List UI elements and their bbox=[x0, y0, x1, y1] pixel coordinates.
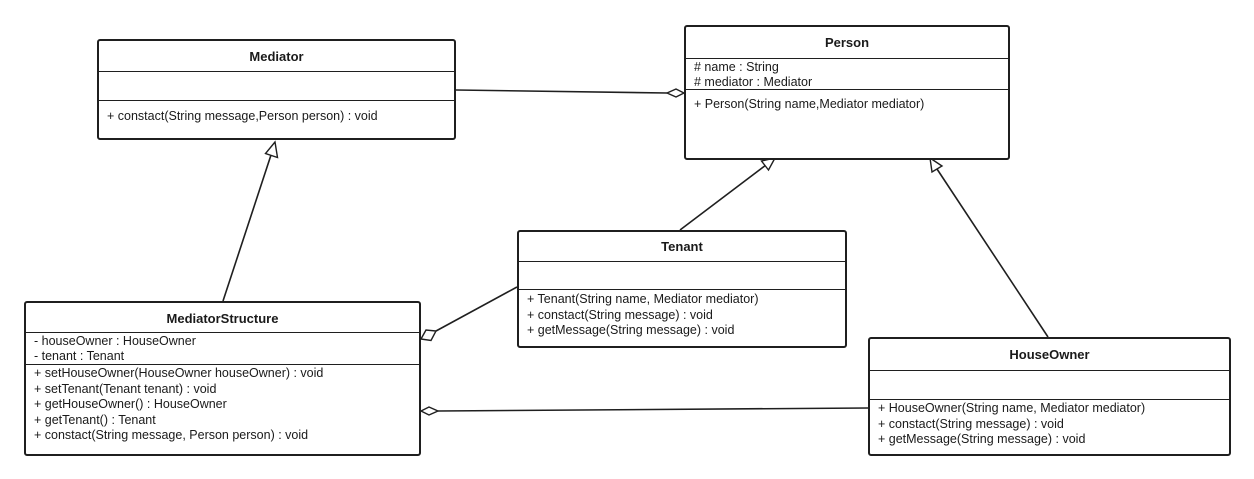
edge-mediator-to-person[interactable] bbox=[455, 89, 668, 94]
aggregation-diamond-person bbox=[665, 88, 686, 98]
attributes-compartment bbox=[870, 371, 1229, 400]
attribute: # mediator : Mediator bbox=[694, 75, 813, 89]
aggregation-diamond-mediatorstructure-top bbox=[419, 329, 438, 342]
operation: + constact(String message, Person person… bbox=[34, 428, 309, 442]
operation: + Person(String name,Mediator mediator) bbox=[694, 97, 925, 111]
operation: + setHouseOwner(HouseOwner houseOwner) :… bbox=[34, 366, 324, 380]
operation: + getMessage(String message) : void bbox=[878, 432, 1086, 446]
operations-compartment: + constact(String message,Person person)… bbox=[99, 101, 454, 125]
generalization-arrowhead-person-right bbox=[929, 156, 944, 174]
edge-mediatorstructure-to-mediator[interactable] bbox=[222, 154, 272, 302]
class-person[interactable]: Person # name : String # mediator : Medi… bbox=[684, 25, 1010, 160]
attributes-compartment bbox=[99, 72, 454, 101]
operations-compartment: + setHouseOwner(HouseOwner houseOwner) :… bbox=[26, 365, 419, 444]
class-name: Tenant bbox=[519, 232, 845, 262]
operation: + constact(String message) : void bbox=[878, 416, 1064, 431]
class-mediator[interactable]: Mediator + constact(String message,Perso… bbox=[97, 39, 456, 140]
class-houseowner[interactable]: HouseOwner + HouseOwner(String name, Med… bbox=[868, 337, 1231, 456]
edge-houseowner-to-mediatorstructure[interactable] bbox=[437, 407, 869, 412]
class-name: MediatorStructure bbox=[26, 303, 419, 333]
aggregation-diamond-mediatorstructure-bottom bbox=[419, 406, 440, 416]
class-mediatorstructure[interactable]: MediatorStructure - houseOwner : HouseOw… bbox=[24, 301, 421, 456]
operation: + constact(String message,Person person)… bbox=[107, 109, 378, 123]
edge-houseowner-to-person[interactable] bbox=[936, 168, 1049, 338]
attribute: - houseOwner : HouseOwner bbox=[34, 334, 196, 348]
attributes-compartment: # name : String # mediator : Mediator bbox=[686, 59, 1008, 90]
attribute: - tenant : Tenant bbox=[34, 349, 125, 363]
attributes-compartment: - houseOwner : HouseOwner - tenant : Ten… bbox=[26, 333, 419, 365]
class-name: Mediator bbox=[99, 41, 454, 72]
operation: + getMessage(String message) : void bbox=[527, 323, 735, 337]
operations-compartment: + Tenant(String name, Mediator mediator)… bbox=[519, 290, 845, 339]
operations-compartment: + HouseOwner(String name, Mediator media… bbox=[870, 400, 1229, 448]
operation: + getTenant() : Tenant bbox=[34, 412, 156, 427]
class-name: Person bbox=[686, 27, 1008, 59]
operation: + Tenant(String name, Mediator mediator) bbox=[527, 292, 759, 306]
class-name: HouseOwner bbox=[870, 339, 1229, 371]
generalization-arrowhead-mediator bbox=[264, 140, 279, 159]
attribute: # name : String bbox=[694, 60, 779, 74]
operation: + constact(String message) : void bbox=[527, 307, 713, 322]
operation: + setTenant(Tenant tenant) : void bbox=[34, 381, 217, 396]
operation: + HouseOwner(String name, Mediator media… bbox=[878, 401, 1146, 415]
class-tenant[interactable]: Tenant + Tenant(String name, Mediator me… bbox=[517, 230, 847, 348]
operation: + getHouseOwner() : HouseOwner bbox=[34, 397, 227, 411]
edge-tenant-to-person[interactable] bbox=[679, 164, 767, 231]
operations-compartment: + Person(String name,Mediator mediator) bbox=[686, 90, 1008, 113]
edge-tenant-to-mediatorstructure[interactable] bbox=[435, 286, 518, 332]
attributes-compartment bbox=[519, 262, 845, 290]
